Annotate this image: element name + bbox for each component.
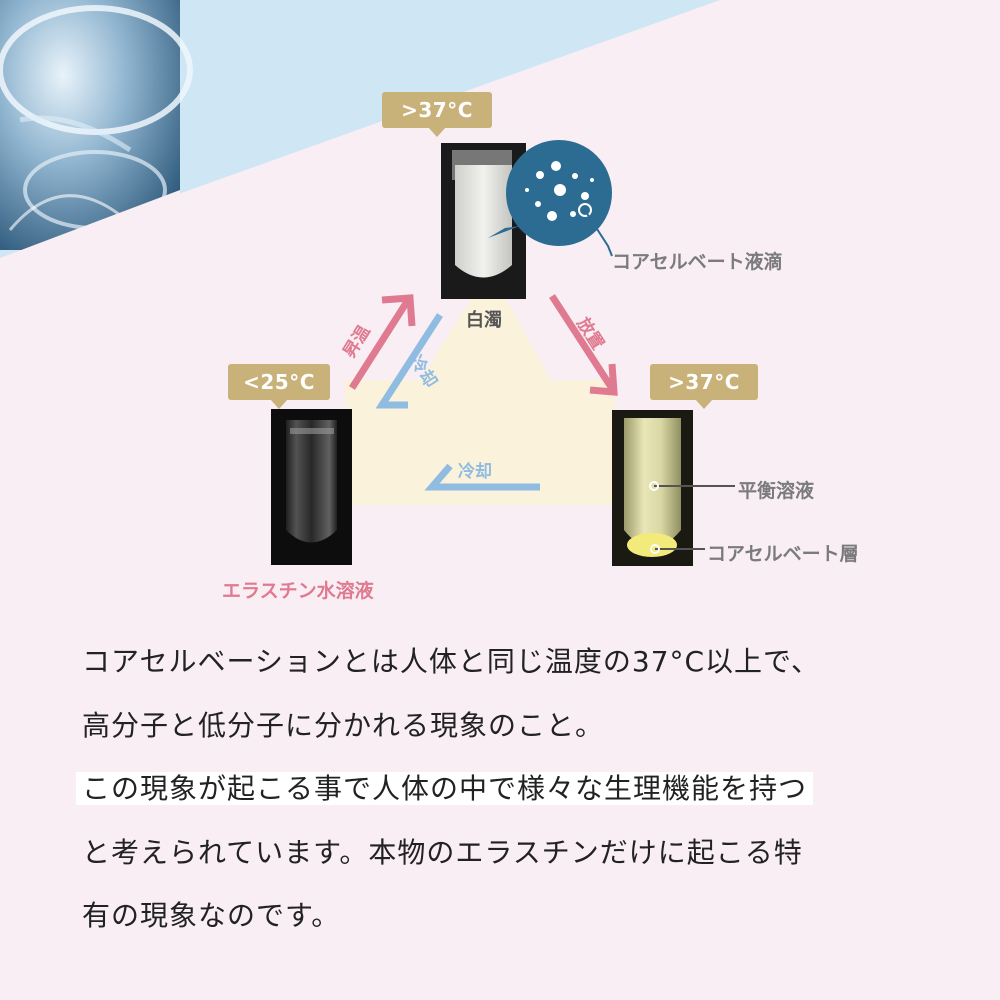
coacervate-layer-label: コアセルベート層 [707, 543, 859, 565]
coacervate-droplet-label: コアセルベート液滴 [612, 251, 783, 273]
droplet-bubble [488, 140, 613, 257]
top-temp-badge: >37°C [382, 92, 492, 137]
top-tube-photo [441, 143, 526, 299]
right-temp-badge: >37°C [650, 364, 758, 409]
body-line-3-wrapper: この現象が起こる事で人体の中で様々な生理機能を持つ [76, 767, 814, 811]
cool-arrow-diagonal [375, 313, 443, 409]
rest-arrow [549, 294, 618, 396]
equilibrium-solution-label: 平衡溶液 [738, 480, 815, 502]
left-tube-photo [271, 409, 352, 565]
cool-arrow-bottom [424, 463, 540, 491]
top-tube-label: 白濁 [466, 310, 502, 331]
body-line-4: と考えられています。本物のエラスチンだけに起こる特 [82, 836, 803, 869]
body-line-1: コアセルベーションとは人体と同じ温度の37°C以上で、 [82, 645, 820, 678]
body-line-3: この現象が起こる事で人体の中で様々な生理機能を持つ [76, 772, 814, 805]
left-temp-badge: <25°C [228, 364, 330, 409]
elastin-solution-label: エラスチン水溶液 [222, 580, 374, 602]
body-line-5: 有の現象なのです。 [82, 899, 341, 932]
right-tube-photo [612, 410, 735, 566]
body-line-2: 高分子と低分子に分かれる現象のこと。 [82, 709, 605, 742]
cool-arrow-label-bottom: 冷却 [458, 462, 492, 482]
heat-arrow [349, 294, 416, 390]
